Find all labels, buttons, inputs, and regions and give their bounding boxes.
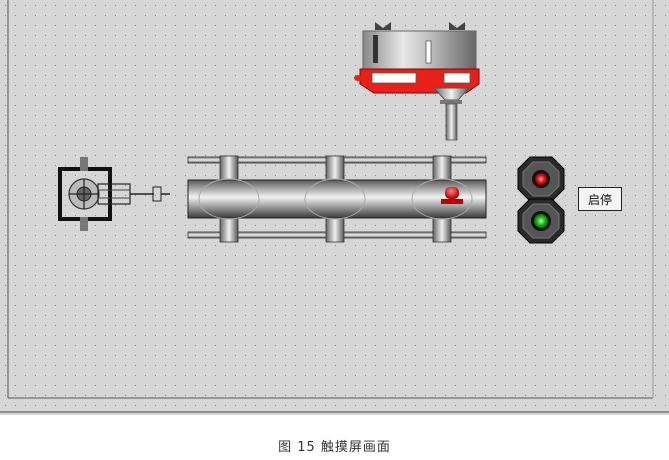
green-indicator (517, 198, 565, 244)
motor (58, 157, 170, 231)
conveyor (187, 155, 487, 243)
hopper (354, 22, 480, 141)
conveyor-sensor (441, 187, 463, 204)
hmi-screen (0, 0, 669, 415)
figure-caption: 图 15 触摸屏画面 (278, 440, 391, 455)
start-stop-button[interactable]: 启停 (578, 187, 622, 211)
red-indicator (517, 156, 565, 202)
